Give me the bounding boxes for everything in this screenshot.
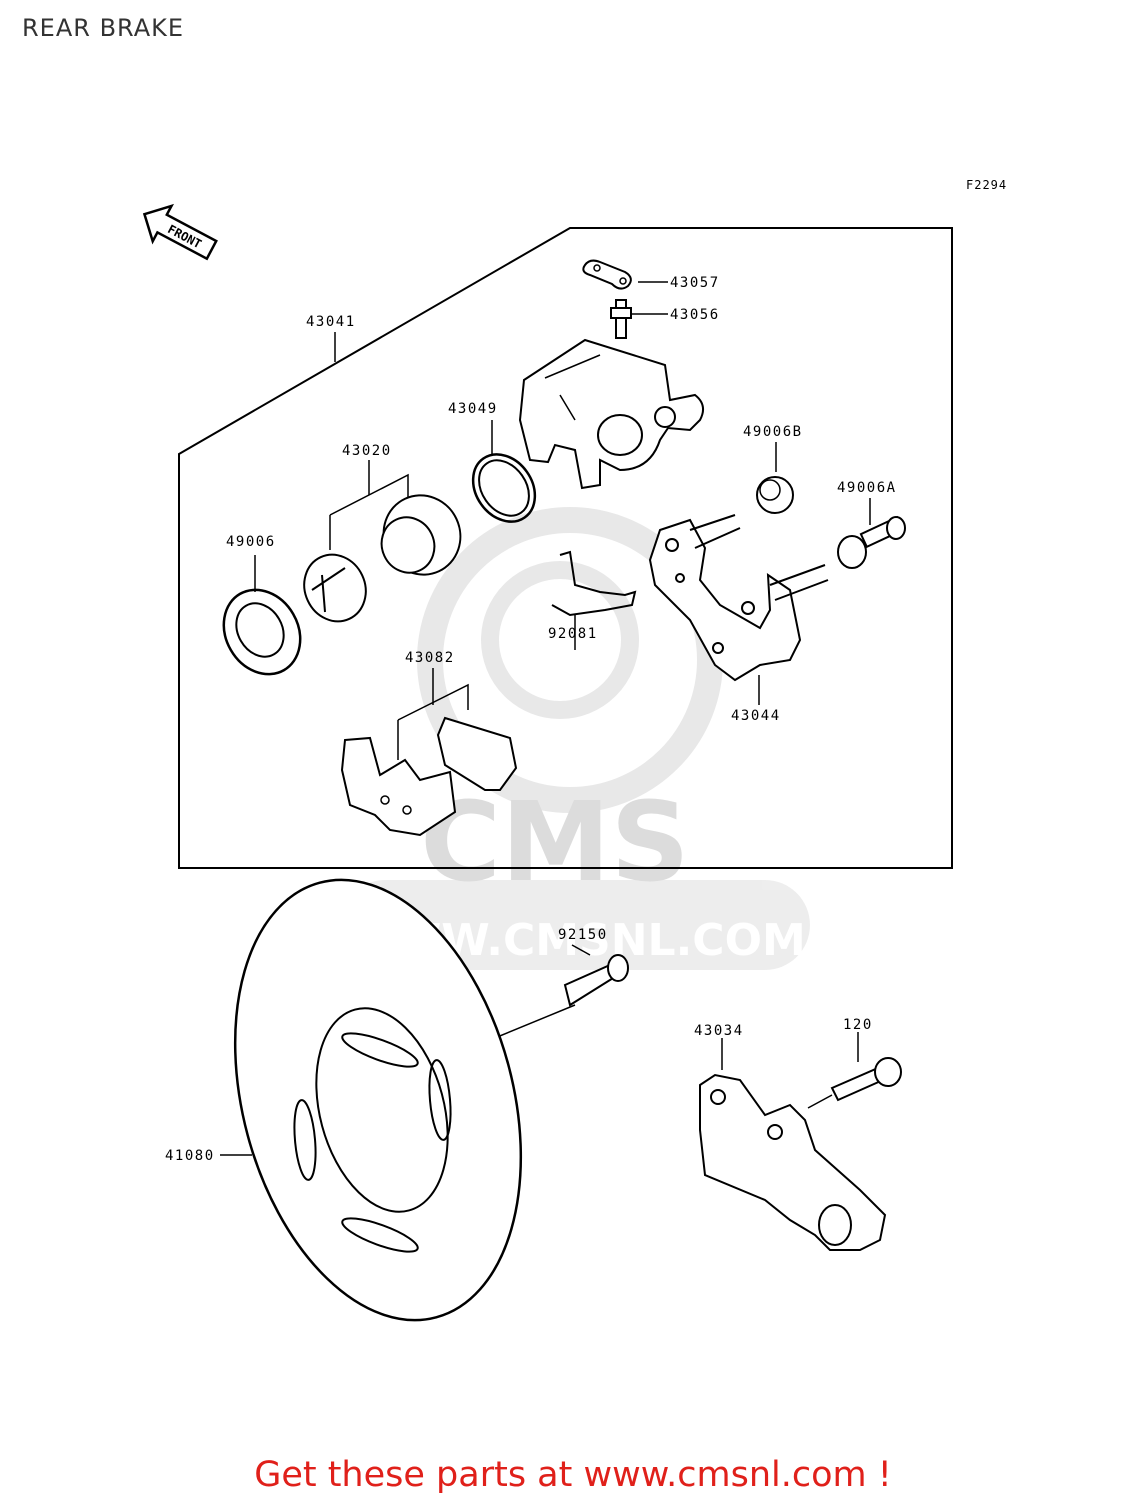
part-label-43041: 43041 (306, 314, 356, 330)
part-label-49006: 49006 (226, 534, 276, 550)
part-label-49006a: 49006A (837, 480, 897, 496)
pad-spring-92081 (551, 550, 637, 650)
page-title: REAR BRAKE (22, 14, 185, 42)
part-label-43057: 43057 (670, 275, 720, 291)
part-label-43056: 43056 (670, 307, 720, 323)
part-label-120: 120 (843, 1017, 873, 1033)
brake-disc-41080 (220, 878, 523, 1322)
brake-pads-43082 (340, 668, 518, 837)
figure-code: F2294 (966, 178, 1008, 192)
mount-bracket-43034 (699, 1038, 887, 1251)
part-label-92081: 92081 (548, 626, 598, 642)
caliper-assembly-frame (178, 227, 953, 869)
part-label-49006b: 49006B (743, 424, 803, 440)
part-label-43049: 43049 (448, 401, 498, 417)
boot-49006b (756, 442, 794, 514)
part-label-43034: 43034 (694, 1023, 744, 1039)
bolt-120 (807, 1032, 902, 1109)
boot-49006a (837, 498, 906, 569)
part-label-92150: 92150 (558, 927, 608, 943)
bleeder-valve-43056 (610, 299, 668, 339)
footer-link[interactable]: Get these parts at www.cmsnl.com ! (254, 1455, 892, 1495)
piston-set-43020 (303, 460, 462, 623)
bleeder-cap-43057 (582, 259, 668, 290)
disc-bolt-92150 (489, 944, 629, 1041)
watermark-brand: CMS (420, 778, 689, 906)
part-label-43082: 43082 (405, 650, 455, 666)
piston-seal-43049 (471, 420, 537, 523)
front-arrow-icon: FRONT (142, 203, 218, 261)
part-label-43044: 43044 (731, 708, 781, 724)
part-label-43020: 43020 (342, 443, 392, 459)
caliper-body (518, 338, 705, 490)
dust-seal-49006 (222, 555, 302, 676)
cms-watermark: CMS WWW.CMSNL.COM (340, 507, 810, 970)
part-label-41080: 41080 (165, 1148, 215, 1164)
caliper-bracket-43044 (648, 514, 829, 705)
